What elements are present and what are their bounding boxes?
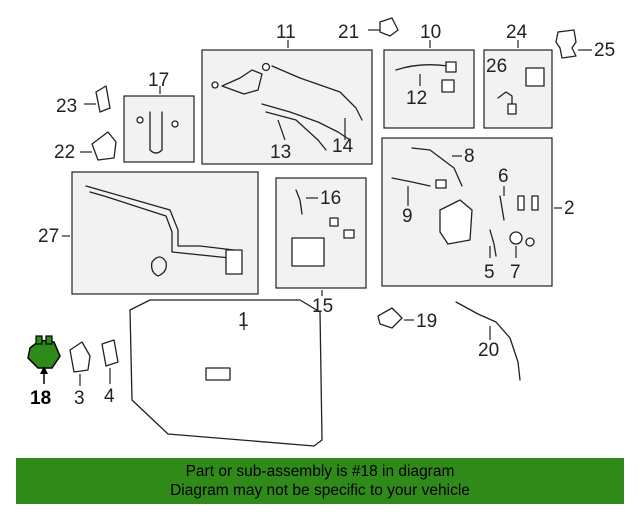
spring-part — [499, 195, 505, 221]
part-4-bracket — [101, 339, 119, 367]
pin-part — [531, 195, 539, 211]
callout-2: 2 — [564, 198, 575, 219]
callout-5: 5 — [484, 262, 495, 283]
bolt-part — [171, 120, 179, 128]
clip-part — [441, 79, 455, 93]
part-19-bumper — [377, 307, 403, 329]
tailgate-handle — [205, 367, 231, 381]
leader-18-arrow — [40, 366, 48, 374]
callout-18: 18 — [30, 388, 51, 409]
bracket-part — [221, 69, 263, 95]
strap-part — [149, 111, 163, 154]
banner-line-1: Part or sub-assembly is #18 in diagram — [185, 463, 455, 480]
box-17-group — [123, 86, 195, 163]
callout-22: 22 — [54, 142, 75, 163]
rod-9-part — [391, 177, 431, 187]
callout-27: 27 — [38, 226, 59, 247]
bolt-part — [136, 116, 144, 124]
part-22-plate — [91, 131, 117, 161]
part-18-stud — [35, 335, 43, 345]
callout-15: 15 — [312, 296, 333, 317]
box-24 — [483, 49, 553, 129]
callout-12: 12 — [406, 88, 427, 109]
cable-14-part — [271, 65, 363, 121]
box-2-group — [381, 137, 562, 287]
callout-24: 24 — [506, 22, 528, 43]
box-11-group — [201, 40, 373, 165]
callout-8: 8 — [464, 146, 475, 167]
switch-part — [507, 103, 517, 115]
callout-7: 7 — [510, 262, 521, 283]
callout-10: 10 — [420, 22, 441, 43]
part-21-bracket — [379, 17, 399, 37]
part-20-cable — [455, 301, 521, 381]
link-part — [489, 229, 497, 257]
banner-line-2: Diagram may not be specific to your vehi… — [170, 482, 470, 499]
part-3-bracket — [69, 341, 91, 373]
callout-3: 3 — [74, 388, 85, 409]
callout-14: 14 — [332, 136, 354, 157]
callout-19: 19 — [416, 311, 437, 332]
latch-part — [439, 199, 473, 245]
clip-part — [261, 62, 271, 72]
box-2 — [381, 137, 553, 287]
box-15-group — [275, 177, 367, 296]
washer-part — [525, 237, 535, 247]
callout-9: 9 — [402, 206, 413, 227]
cable-27b-part — [89, 191, 231, 259]
box-10-group — [383, 40, 475, 129]
clip-part — [343, 229, 355, 239]
bolt-part — [211, 81, 219, 89]
callout-17: 17 — [148, 70, 169, 91]
callout-20: 20 — [478, 340, 499, 361]
bushing-part — [509, 231, 523, 245]
callout-6: 6 — [498, 166, 509, 187]
info-banner: Part or sub-assembly is #18 in diagram D… — [16, 458, 624, 504]
cable-27-part — [85, 185, 235, 251]
callout-1: 1 — [238, 310, 249, 331]
box-17 — [123, 95, 195, 163]
part-25-cover — [555, 29, 577, 59]
box-10 — [383, 49, 475, 129]
callout-23: 23 — [56, 96, 77, 117]
handle-part — [291, 237, 325, 267]
part-23-bracket — [95, 85, 111, 113]
callout-21: 21 — [338, 22, 359, 43]
pin-part — [517, 195, 525, 211]
lock-part — [525, 67, 545, 87]
rod-8-part — [411, 147, 463, 187]
callout-16: 16 — [320, 188, 341, 209]
rod-part — [295, 189, 303, 215]
latch-part — [225, 249, 243, 275]
part-18-stud — [45, 335, 53, 345]
loop-part — [150, 256, 167, 277]
clip-part — [329, 217, 339, 227]
box-27-group — [62, 171, 259, 295]
cable-part — [261, 103, 351, 141]
callout-25: 25 — [594, 40, 615, 61]
clip-part — [445, 61, 457, 73]
box-24-group — [483, 40, 553, 129]
callout-13: 13 — [270, 142, 291, 163]
wire-part — [497, 91, 513, 111]
callout-4: 4 — [104, 386, 115, 407]
rod-part — [395, 64, 449, 71]
cable-13-part — [265, 111, 327, 151]
leader-13 — [277, 119, 286, 141]
clip-part — [435, 179, 447, 189]
callout-26: 26 — [486, 56, 507, 77]
box-11 — [201, 49, 373, 165]
callout-11: 11 — [276, 22, 296, 43]
part-18-highlighted — [27, 339, 61, 369]
